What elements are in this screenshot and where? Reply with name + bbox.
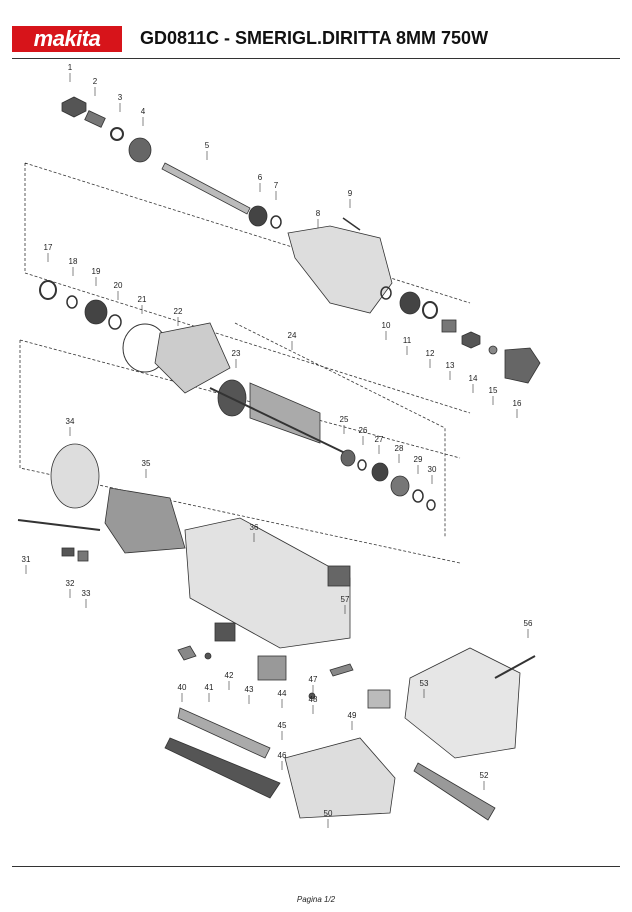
part-label-18: 18 bbox=[69, 257, 78, 266]
part-label-42: 42 bbox=[225, 671, 234, 680]
part-label-13: 13 bbox=[446, 361, 455, 370]
part-label-9: 9 bbox=[348, 189, 353, 198]
part-label-48: 48 bbox=[309, 695, 318, 704]
part-label-30: 30 bbox=[428, 465, 437, 474]
part-label-50: 50 bbox=[324, 809, 333, 818]
part-label-49: 49 bbox=[348, 711, 357, 720]
part-label-43: 43 bbox=[245, 685, 254, 694]
part-label-22: 22 bbox=[174, 307, 183, 316]
part-label-25: 25 bbox=[340, 415, 349, 424]
part-label-21: 21 bbox=[138, 295, 147, 304]
part-label-34: 34 bbox=[66, 417, 75, 426]
part-label-17: 17 bbox=[44, 243, 53, 252]
page-header: makita GD0811C - SMERIGL.DIRITTA 8MM 750… bbox=[0, 0, 632, 62]
part-label-7: 7 bbox=[274, 181, 279, 190]
part-label-3: 3 bbox=[118, 93, 123, 102]
exploded-parts-diagram: 1234567891011121314151617181920212223242… bbox=[17, 63, 541, 828]
part-label-8: 8 bbox=[316, 209, 321, 218]
part-label-57: 57 bbox=[341, 595, 350, 604]
part-label-41: 41 bbox=[205, 683, 214, 692]
part-label-36: 36 bbox=[250, 523, 259, 532]
part-label-23: 23 bbox=[232, 349, 241, 358]
part-label-26: 26 bbox=[359, 426, 368, 435]
part-label-28: 28 bbox=[395, 444, 404, 453]
part-label-1: 1 bbox=[68, 63, 73, 72]
part-label-2: 2 bbox=[93, 77, 98, 86]
part-label-15: 15 bbox=[489, 386, 498, 395]
part-label-24: 24 bbox=[288, 331, 297, 340]
part-label-47: 47 bbox=[309, 675, 318, 684]
part-label-6: 6 bbox=[258, 173, 263, 182]
part-label-4: 4 bbox=[141, 107, 146, 116]
makita-logo: makita bbox=[12, 26, 122, 52]
part-label-40: 40 bbox=[178, 683, 187, 692]
part-label-46: 46 bbox=[278, 751, 287, 760]
part-label-56: 56 bbox=[524, 619, 533, 628]
part-label-35: 35 bbox=[142, 459, 151, 468]
footer-rule bbox=[12, 866, 620, 867]
part-label-27: 27 bbox=[375, 435, 384, 444]
part-label-52: 52 bbox=[480, 771, 489, 780]
part-label-11: 11 bbox=[403, 336, 412, 345]
part-label-12: 12 bbox=[426, 349, 435, 358]
part-label-5: 5 bbox=[205, 141, 210, 150]
part-label-19: 19 bbox=[92, 267, 101, 276]
part-label-32: 32 bbox=[66, 579, 75, 588]
part-label-10: 10 bbox=[382, 321, 391, 330]
part-label-53: 53 bbox=[420, 679, 429, 688]
page-number: Pagina 1/2 bbox=[296, 895, 336, 904]
header-rule bbox=[12, 58, 620, 59]
part-label-29: 29 bbox=[414, 455, 423, 464]
part-label-45: 45 bbox=[278, 721, 287, 730]
part-label-14: 14 bbox=[469, 374, 478, 383]
part-label-33: 33 bbox=[82, 589, 91, 598]
part-number-labels: 1234567891011121314151617181920212223242… bbox=[22, 63, 533, 828]
page-title: GD0811C - SMERIGL.DIRITTA 8MM 750W bbox=[140, 28, 489, 48]
part-label-20: 20 bbox=[114, 281, 123, 290]
part-label-44: 44 bbox=[278, 689, 287, 698]
part-label-31: 31 bbox=[22, 555, 31, 564]
part-label-16: 16 bbox=[513, 399, 522, 408]
